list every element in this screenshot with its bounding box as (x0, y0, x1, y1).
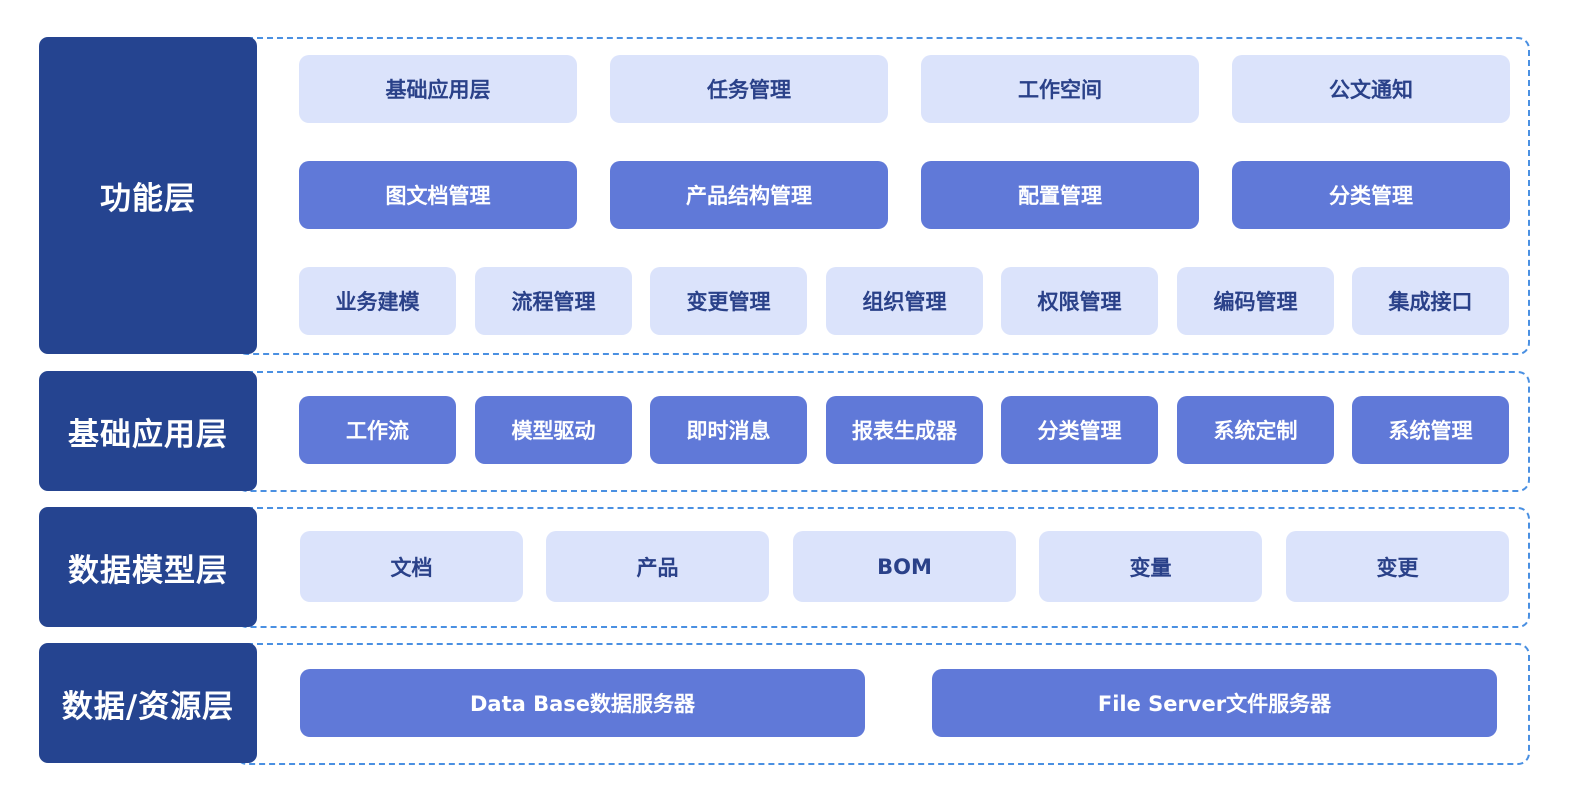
data-resource-layer-label: 数据/资源层 (39, 643, 257, 763)
file-server-module: File Server文件服务器 (932, 669, 1497, 737)
base-app-module: 系统管理 (1352, 396, 1509, 464)
data-model-module: 文档 (300, 531, 523, 602)
function-module: 任务管理 (610, 55, 888, 123)
function-module: 图文档管理 (299, 161, 577, 229)
function-layer-label: 功能层 (39, 37, 257, 354)
base-app-module: 工作流 (299, 396, 456, 464)
function-module: 组织管理 (826, 267, 983, 335)
base-app-module: 模型驱动 (475, 396, 632, 464)
function-module: 产品结构管理 (610, 161, 888, 229)
function-module: 集成接口 (1352, 267, 1509, 335)
function-module: 公文通知 (1232, 55, 1510, 123)
base-app-module: 分类管理 (1001, 396, 1158, 464)
base-app-module: 系统定制 (1177, 396, 1334, 464)
function-module: 业务建模 (299, 267, 456, 335)
base-app-module: 报表生成器 (826, 396, 983, 464)
data-model-module: 变量 (1039, 531, 1262, 602)
function-module: 变更管理 (650, 267, 807, 335)
data-model-layer-label: 数据模型层 (39, 507, 257, 627)
data-model-module: BOM (793, 531, 1016, 602)
database-server-module: Data Base数据服务器 (300, 669, 865, 737)
function-module: 工作空间 (921, 55, 1199, 123)
function-module: 配置管理 (921, 161, 1199, 229)
base-app-module: 即时消息 (650, 396, 807, 464)
function-module: 流程管理 (475, 267, 632, 335)
function-module: 基础应用层 (299, 55, 577, 123)
data-model-module: 变更 (1286, 531, 1509, 602)
base-app-layer-label: 基础应用层 (39, 371, 257, 491)
function-module: 编码管理 (1177, 267, 1334, 335)
data-model-module: 产品 (546, 531, 769, 602)
function-module: 分类管理 (1232, 161, 1510, 229)
function-module: 权限管理 (1001, 267, 1158, 335)
